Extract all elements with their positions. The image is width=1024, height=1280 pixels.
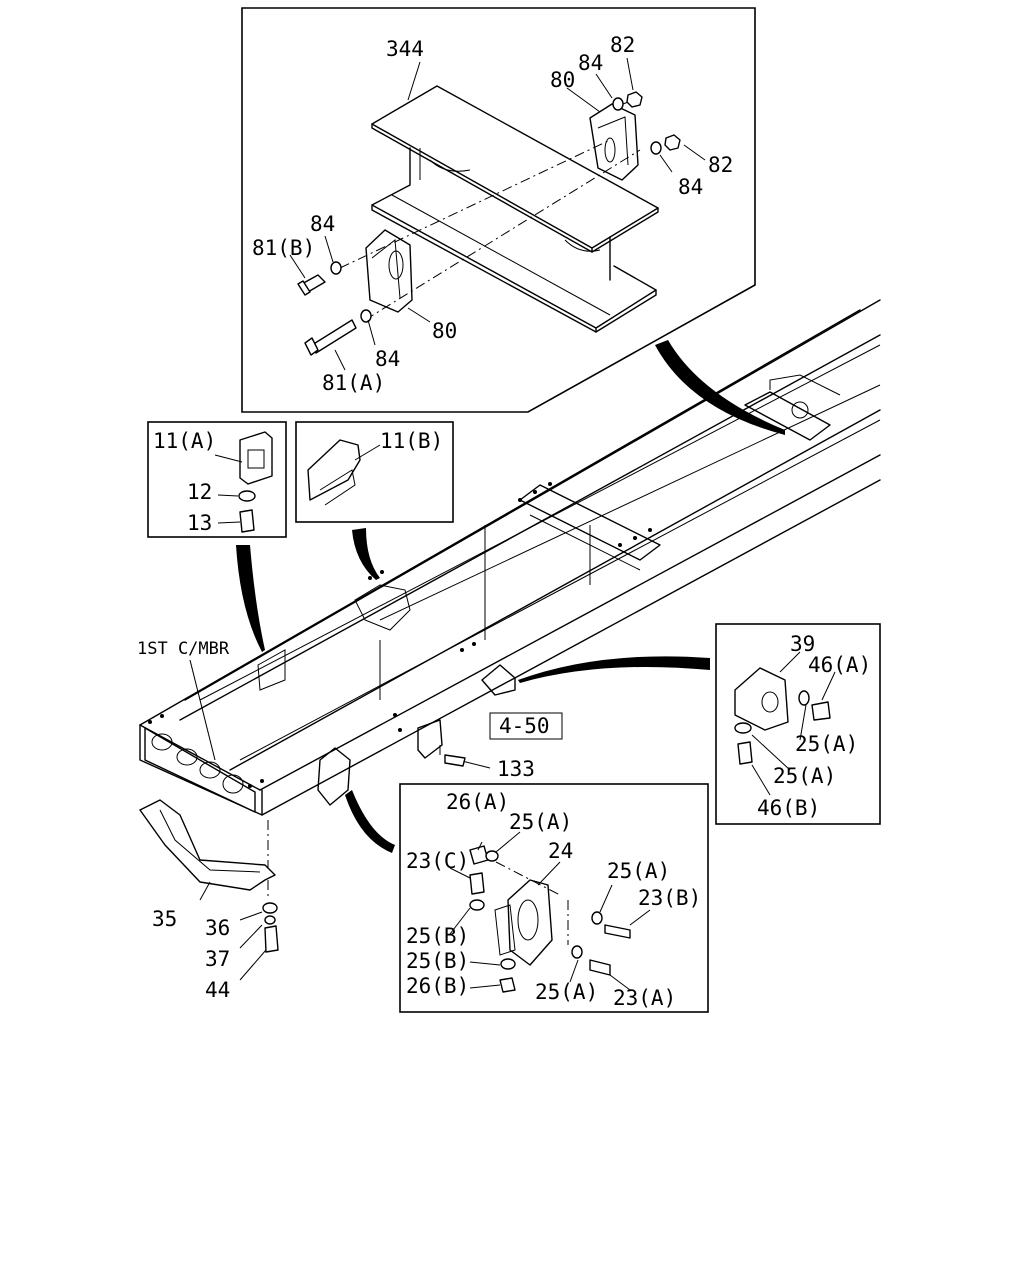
gusset-a-box	[147, 421, 287, 538]
label-26b: 26(B)	[406, 974, 469, 998]
label-23c: 23(C)	[406, 849, 469, 873]
gusset-b-box	[295, 421, 454, 523]
label-23b: 23(B)	[638, 886, 701, 910]
bracket-35	[139, 799, 279, 981]
label-39: 39	[790, 632, 815, 656]
label-35: 35	[152, 907, 177, 931]
spring-bracket-box	[399, 783, 709, 1013]
label-26a: 26(A)	[446, 790, 509, 814]
label-82-right: 82	[708, 153, 733, 177]
label-1st-cmbr: 1ST C/MBR	[137, 639, 230, 659]
label-81a: 81(A)	[322, 371, 385, 395]
label-80-bottom: 80	[432, 319, 457, 343]
label-84-left: 84	[310, 212, 335, 236]
label-11a: 11(A)	[153, 429, 216, 453]
chassis-frame	[139, 299, 881, 900]
label-44: 44	[205, 978, 230, 1002]
label-81b: 81(B)	[252, 236, 315, 260]
label-46b: 46(B)	[757, 796, 820, 820]
label-25a-box39-2: 25(A)	[773, 764, 836, 788]
label-344: 344	[386, 37, 424, 61]
label-13: 13	[187, 511, 212, 535]
label-23a: 23(A)	[613, 986, 676, 1010]
label-84-top: 84	[578, 51, 603, 75]
label-25a-box39-1: 25(A)	[795, 732, 858, 756]
label-25a-box24-1: 25(A)	[509, 810, 572, 834]
label-133: 133	[497, 757, 535, 781]
crossmember-detail-box	[241, 7, 756, 413]
label-84-right: 84	[678, 175, 703, 199]
label-25b-2: 25(B)	[406, 949, 469, 973]
mount-39-box	[715, 623, 881, 825]
label-82-top: 82	[610, 33, 635, 57]
label-36: 36	[205, 916, 230, 940]
label-84-bottom: 84	[375, 347, 400, 371]
label-24: 24	[548, 839, 573, 863]
part-labels: 344 82 84 80 82 84 84 81(B) 80 84 81(A) …	[137, 33, 871, 1010]
label-46a: 46(A)	[808, 653, 871, 677]
callout-pointers	[236, 340, 785, 853]
label-25b-1: 25(B)	[406, 924, 469, 948]
label-11b: 11(B)	[380, 429, 443, 453]
label-ref-4-50: 4-50	[499, 714, 550, 738]
label-80-top: 80	[550, 68, 575, 92]
label-25a-box24-2: 25(A)	[607, 859, 670, 883]
label-25a-box24-3: 25(A)	[535, 980, 598, 1004]
label-37: 37	[205, 947, 230, 971]
label-12: 12	[187, 480, 212, 504]
